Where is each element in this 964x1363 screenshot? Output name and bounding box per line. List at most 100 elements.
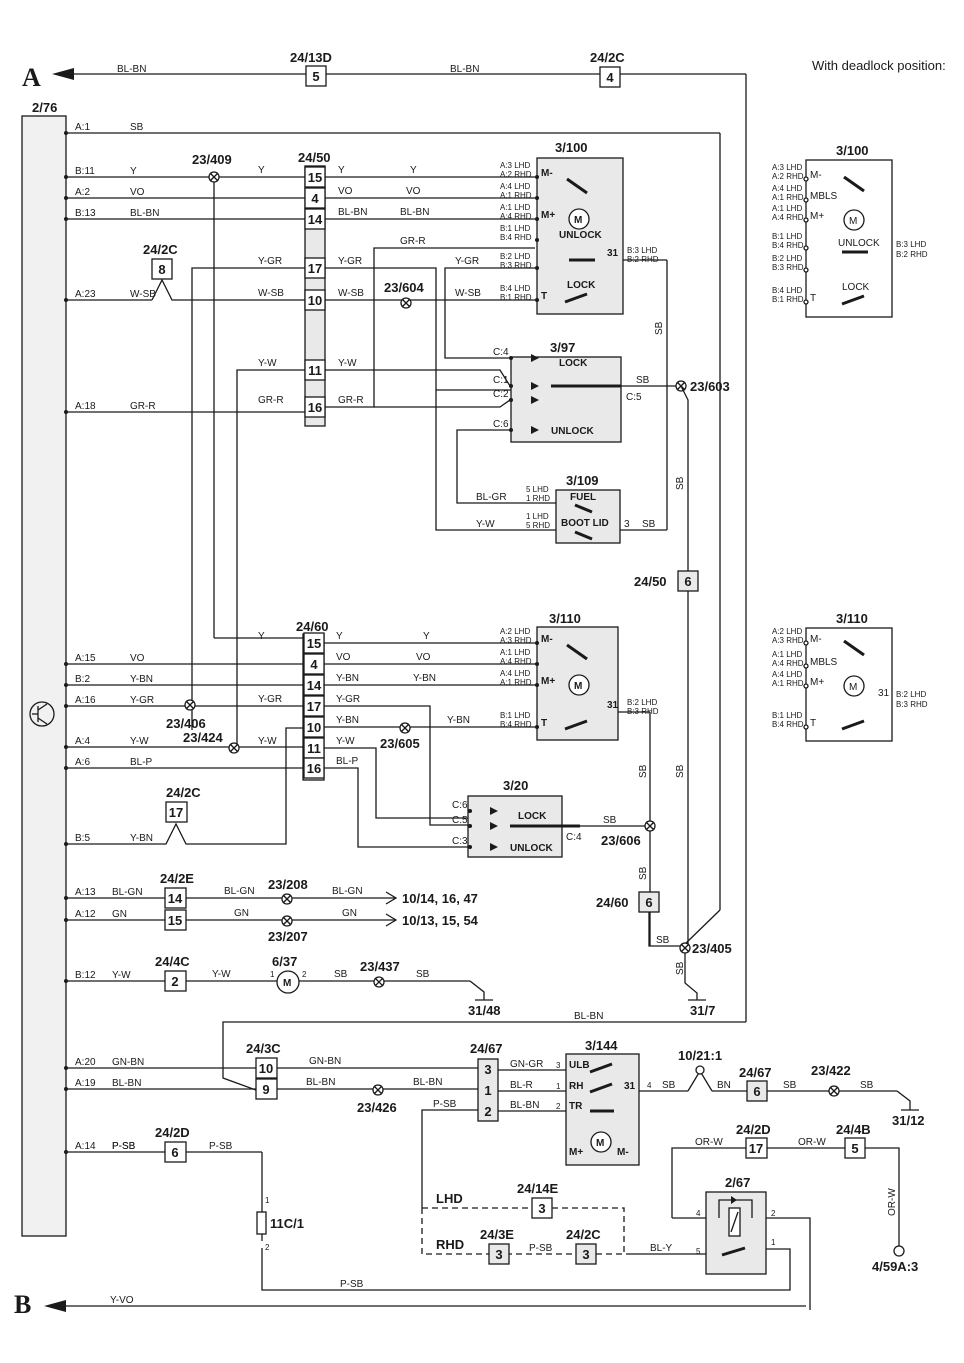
connector-label: 24/4B [836, 1122, 871, 1137]
connector-24-67 [477, 1058, 499, 1122]
pin-label: A:2 RHD [500, 170, 532, 179]
module-pin-label: B:12 [75, 970, 96, 981]
pin-label: A:3 LHD [772, 163, 802, 172]
connector-pin [164, 1141, 187, 1163]
motor-icon [590, 1131, 612, 1153]
pin-number: 2 [302, 970, 307, 979]
pin-label: B:4 RHD [500, 233, 532, 242]
wire-label: Y [423, 631, 430, 642]
splice-icon [372, 1084, 384, 1096]
module-pin-label: A:23 [75, 289, 96, 300]
ground-pin-label: 31 [878, 688, 890, 699]
pin-number: 3 [484, 1062, 491, 1077]
pin-number: 4 [696, 1209, 701, 1218]
pin-number: 3 [538, 1201, 545, 1216]
pin-terminal [509, 384, 513, 388]
connector-label: 24/13D [290, 50, 332, 65]
wire-label: P-SB [340, 1279, 364, 1290]
connector-pin [531, 1197, 553, 1219]
m-minus-label: M- [541, 634, 553, 645]
wire-gr-r-r [325, 247, 535, 408]
pin-number: 17 [749, 1141, 763, 1156]
wire-color-label: SB [130, 122, 144, 133]
pin-label: C:6 [493, 419, 509, 430]
switch-contact [566, 643, 588, 661]
switch-contact [841, 294, 865, 306]
pin-number: 1 [270, 970, 275, 979]
module-pin-label: A:16 [75, 695, 96, 706]
module-pin-label: A:15 [75, 653, 96, 664]
switch-contact [841, 719, 865, 731]
unlock-label: UNLOCK [510, 843, 554, 854]
wire-bl-bn-loop [222, 1021, 746, 1091]
connector-label: 24/60 [596, 895, 629, 910]
wire-color-label: BL-BN [112, 1078, 141, 1089]
switch-3-109 [555, 489, 621, 544]
diode-icon [490, 807, 498, 815]
motor-symbol: M [283, 978, 291, 989]
splice-icon [208, 171, 220, 183]
arrow-a-icon [52, 68, 74, 80]
module-pin-label: A:12 [75, 909, 96, 920]
pin-label: B:1 LHD [772, 232, 802, 241]
ulb-label: ULB [569, 1060, 590, 1071]
wire-label: SB [675, 961, 686, 975]
wire-label: BL-BN [413, 1077, 442, 1088]
switch-contact [574, 530, 593, 541]
pin-label: B:3 RHD [772, 263, 804, 272]
splice-label: 23/422 [811, 1063, 851, 1078]
wire-label: W-SB [258, 288, 284, 299]
wire-gr-r-c2 [374, 399, 511, 408]
wire-label: Y-BN [447, 715, 470, 726]
pin-label: A:3 RHD [772, 636, 804, 645]
switch-contact [589, 1062, 613, 1074]
splice-icon [679, 942, 691, 954]
splice-label: 23/409 [192, 152, 232, 167]
lock-label: LOCK [842, 282, 870, 293]
ground-pin-label: 31 [607, 248, 619, 259]
pin-terminal [535, 196, 539, 200]
wire-label: P-SB [433, 1099, 457, 1110]
pin-label: B:3 LHD [896, 240, 926, 249]
wire-label: Y-GR [338, 256, 362, 267]
fuse-label: 11C/1 [270, 1216, 304, 1231]
arrow-right-icon [385, 913, 398, 927]
wire-label: Y-BN [336, 715, 359, 726]
pin-terminal [803, 197, 809, 203]
wire-label: P-SB [529, 1243, 553, 1254]
motor-icon [568, 674, 590, 696]
pin-label: A:1 RHD [500, 678, 532, 687]
wire-y-w-3109 [435, 390, 556, 531]
diode-icon [531, 426, 539, 434]
wire-label: Y-W [336, 736, 355, 747]
splice-label: 23/426 [357, 1100, 397, 1115]
switch-contact [566, 177, 588, 195]
boot-lid-label: BOOT LID [561, 518, 609, 529]
module-pin-label: B:5 [75, 833, 90, 844]
relay-coil-line [730, 1211, 739, 1233]
wire-p-sb-67 [421, 1109, 478, 1208]
wire-label: VO [406, 186, 421, 197]
pin-label: A:1 RHD [772, 193, 804, 202]
wire-label: BL-GN [224, 886, 255, 897]
module-pin-label: A:6 [75, 757, 90, 768]
motor-symbol: M [849, 682, 857, 693]
pin-number: 9 [262, 1082, 269, 1097]
wire-ground-48 [469, 980, 485, 1000]
m-minus-label: M- [541, 168, 553, 179]
splice-icon [828, 1085, 840, 1097]
wire-label: SB [656, 935, 670, 946]
connector-pin [844, 1137, 866, 1159]
connector-label: 24/14E [517, 1181, 559, 1196]
t-label: T [810, 718, 816, 729]
pin-label: B:1 LHD [500, 224, 530, 233]
pin-number: 11 [307, 741, 321, 756]
diode-icon [531, 382, 539, 390]
pin-terminal [803, 267, 809, 273]
pin-label: B:2 LHD [896, 690, 926, 699]
connector-label: 24/2C [590, 50, 625, 65]
wire-label: SB [654, 321, 665, 335]
relay-2-67 [705, 1191, 767, 1275]
pin-label: B:1 RHD [500, 293, 532, 302]
pin-terminal [803, 176, 809, 182]
